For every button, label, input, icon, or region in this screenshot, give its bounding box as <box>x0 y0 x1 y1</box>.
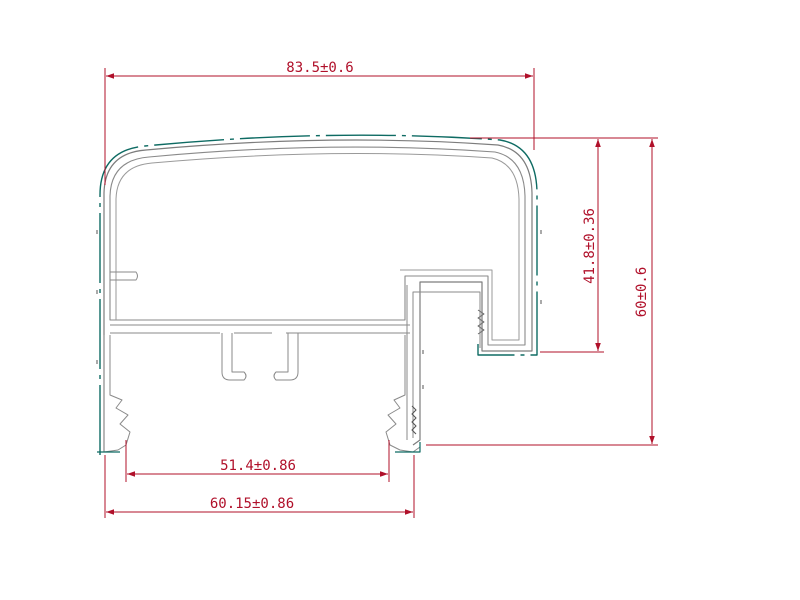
dim-overall-width-label: 83.5±0.6 <box>286 60 353 76</box>
profile-outline <box>96 134 542 455</box>
profile-inner-contour-2 <box>115 153 520 341</box>
profile-left-tab <box>110 271 138 281</box>
dim-base-width-label: 60.15±0.86 <box>210 496 294 512</box>
profile-hook-right <box>273 333 299 381</box>
profile-web <box>110 324 410 334</box>
profile-right-leg-teeth <box>411 405 417 435</box>
profile-left-leg <box>97 335 131 453</box>
dim-base-width: 60.15±0.86 <box>104 455 415 518</box>
profile-right-leg <box>385 335 421 453</box>
dim-overall-height-label: 60±0.6 <box>634 267 650 318</box>
profile-right-channel <box>406 285 481 440</box>
profile-hidden-marks <box>96 230 542 389</box>
profile-outer-edge <box>99 134 538 455</box>
dim-step-height-label: 41.8±0.36 <box>582 208 598 284</box>
dim-inner-width: 51.4±0.86 <box>125 440 390 482</box>
profile-channel-teeth <box>477 309 485 335</box>
dim-overall-height: 60±0.6 <box>426 137 658 446</box>
profile-inner-contour <box>109 146 526 346</box>
profile-hook-left <box>221 333 247 381</box>
profile-outer-contour <box>103 139 533 452</box>
dim-inner-width-label: 51.4±0.86 <box>220 458 296 474</box>
dim-overall-width: 83.5±0.6 <box>104 60 535 185</box>
dim-step-height: 41.8±0.36 <box>470 137 604 353</box>
profile-bottom-right-accent <box>395 442 421 453</box>
